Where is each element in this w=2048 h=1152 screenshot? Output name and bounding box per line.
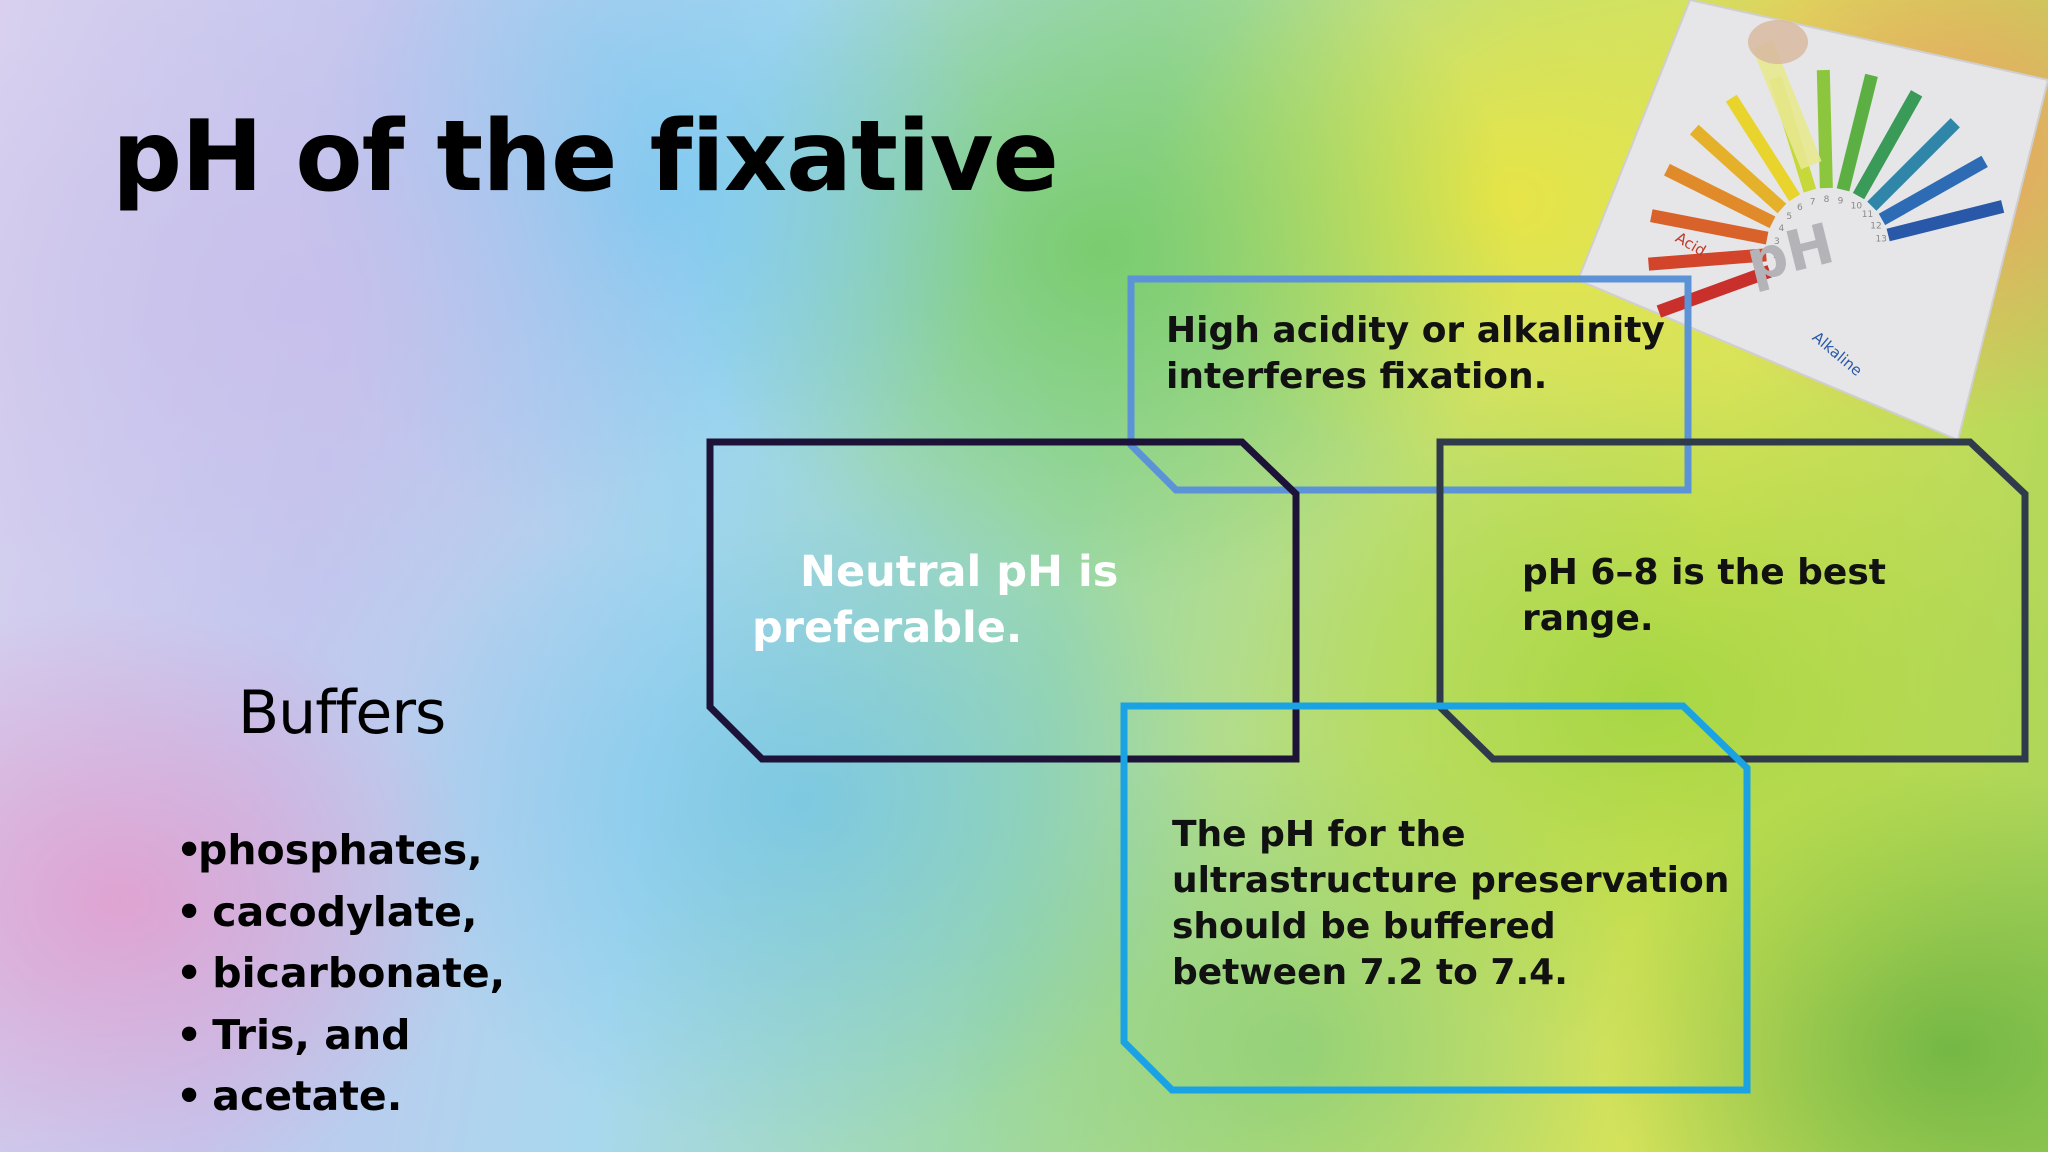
ph-scale-number: 4	[1778, 224, 1784, 234]
ph-scale-number: 1	[1776, 265, 1782, 275]
buffers-list: •phosphates, • cacodylate, • bicarbonate…	[176, 820, 505, 1128]
ph-color-bar	[1656, 265, 1772, 318]
buffer-item: • Tris, and	[176, 1010, 411, 1059]
ph-scale-number: 2	[1773, 251, 1779, 261]
buffer-item: • acetate.	[176, 1072, 403, 1120]
ph-scale-number: 6	[1797, 203, 1803, 213]
buffer-item: •phosphates,	[176, 826, 483, 874]
ph-scale-number: 12	[1870, 221, 1881, 231]
range-text: pH 6–8 is the best range.	[1522, 552, 1886, 639]
ultrastructure-text: The pH for the ultrastructure preservati…	[1172, 814, 1730, 993]
finger	[1748, 20, 1808, 64]
ph-color-bar	[1867, 118, 1960, 211]
ph-scale-number: 13	[1875, 234, 1886, 244]
acidity-text: High acidity or alkalinity interferes fi…	[1166, 310, 1665, 397]
ph-color-bar	[1852, 90, 1923, 200]
ph-scale-number: 3	[1774, 237, 1780, 247]
ph-color-bar	[1650, 209, 1769, 245]
buffer-item: • cacodylate,	[176, 887, 478, 936]
ph-color-bar	[1664, 163, 1776, 229]
ph-scale-number: 8	[1824, 195, 1830, 205]
frame-ultrastructure	[1120, 702, 1751, 1094]
ph-color-bar	[1689, 124, 1787, 214]
buffer-item: • bicarbonate,	[176, 949, 506, 997]
ph-color-bar	[1816, 69, 1833, 189]
slide-title: pH of the fixative	[112, 100, 1059, 214]
neutral-text: Neutral pH is preferable.	[752, 547, 1119, 653]
buffers-heading: Buffers	[238, 678, 446, 748]
test-strip	[1752, 40, 1822, 170]
ph-color-bar	[1886, 200, 2005, 242]
ph-color-bar	[1836, 73, 1878, 192]
frame-acidity	[1127, 275, 1692, 494]
ph-color-bar	[1878, 155, 1988, 226]
ph-color-bar	[1725, 94, 1801, 202]
ph-scale-number: 9	[1838, 197, 1844, 207]
frame-neutral	[706, 438, 1300, 763]
ph-scale-number: 7	[1810, 197, 1816, 207]
ph-scale-number: 10	[1851, 202, 1863, 212]
ph-color-bar	[1648, 248, 1767, 271]
ph-scale-number: 11	[1862, 210, 1873, 220]
ph-scale-number: 5	[1786, 212, 1792, 222]
